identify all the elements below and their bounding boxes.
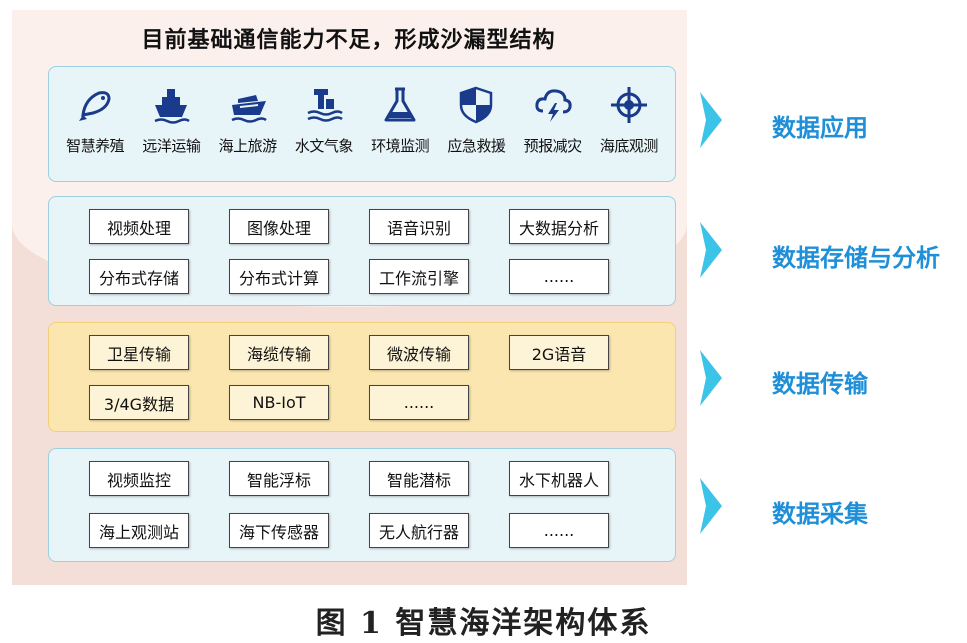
arrow-right-icon (700, 222, 722, 278)
box-ellipsis: ...... (509, 259, 609, 294)
figure-caption: 图 1 智慧海洋架构体系 (315, 606, 652, 641)
hydrology-station-icon (307, 89, 343, 122)
cargo-ship-icon (154, 89, 191, 124)
label-data-storage-analysis: 数据存储与分析 (772, 244, 940, 272)
label-data-application: 数据应用 (772, 114, 868, 142)
box-34g-data: 3/4G数据 (89, 385, 189, 420)
app-item-hydro-meteorology: 水文气象 (288, 85, 360, 156)
box-video-surveillance: 视频监控 (89, 461, 189, 496)
box-microwave-transmission: 微波传输 (369, 335, 469, 370)
diagram-title: 目前基础通信能力不足，形成沙漏型结构 (141, 28, 556, 53)
box-distributed-computing: 分布式计算 (229, 259, 329, 294)
box-smart-buoy: 智能浮标 (229, 461, 329, 496)
box-2g-voice: 2G语音 (509, 335, 609, 370)
box-speech-recognition: 语音识别 (369, 209, 469, 244)
storage-analysis-layer: 视频处理 图像处理 语音识别 大数据分析 分布式存储 分布式计算 工作流引擎 .… (48, 196, 676, 306)
app-item-marine-tourism: 海上旅游 (212, 85, 284, 156)
shield-icon (460, 86, 493, 124)
arrow-right-icon (700, 478, 722, 534)
box-unmanned-vehicle: 无人航行器 (369, 513, 469, 548)
application-icons: 智慧养殖 远洋运输 海上旅游 (57, 85, 667, 156)
storm-cloud-icon (535, 89, 572, 122)
box-satellite-transmission: 卫星传输 (89, 335, 189, 370)
crosshair-icon (610, 87, 647, 123)
label-data-transmission: 数据传输 (772, 370, 868, 398)
box-submarine-cable: 海缆传输 (229, 335, 329, 370)
application-layer: 智慧养殖 远洋运输 海上旅游 (48, 66, 676, 182)
box-image-processing: 图像处理 (229, 209, 329, 244)
box-video-processing: 视频处理 (89, 209, 189, 244)
app-item-emergency-rescue: 应急救援 (440, 85, 512, 156)
box-workflow-engine: 工作流引擎 (369, 259, 469, 294)
app-item-seabed-observation: 海底观测 (593, 85, 665, 156)
app-item-forecast-disaster: 预报减灾 (517, 85, 589, 156)
arrow-right-icon (700, 92, 722, 148)
transmission-layer: 卫星传输 海缆传输 微波传输 2G语音 3/4G数据 NB-IoT ...... (48, 322, 676, 432)
box-ellipsis: ...... (509, 513, 609, 548)
box-distributed-storage: 分布式存储 (89, 259, 189, 294)
cruise-ship-icon (231, 95, 267, 123)
box-subsea-sensor: 海下传感器 (229, 513, 329, 548)
box-ellipsis: ...... (369, 385, 469, 420)
app-item-aquaculture: 智慧养殖 (59, 85, 131, 156)
box-underwater-robot: 水下机器人 (509, 461, 609, 496)
label-data-collection: 数据采集 (772, 500, 868, 528)
box-sea-observation-station: 海上观测站 (89, 513, 189, 548)
box-smart-submersible-buoy: 智能潜标 (369, 461, 469, 496)
fish-icon (79, 91, 111, 121)
box-big-data-analysis: 大数据分析 (509, 209, 609, 244)
app-item-environment-monitoring: 环境监测 (364, 85, 436, 156)
box-nb-iot: NB-IoT (229, 385, 329, 420)
arrow-right-icon (700, 350, 722, 406)
flask-icon (384, 87, 416, 122)
collection-layer: 视频监控 智能浮标 智能潜标 水下机器人 海上观测站 海下传感器 无人航行器 .… (48, 448, 676, 562)
app-item-ocean-shipping: 远洋运输 (135, 85, 207, 156)
